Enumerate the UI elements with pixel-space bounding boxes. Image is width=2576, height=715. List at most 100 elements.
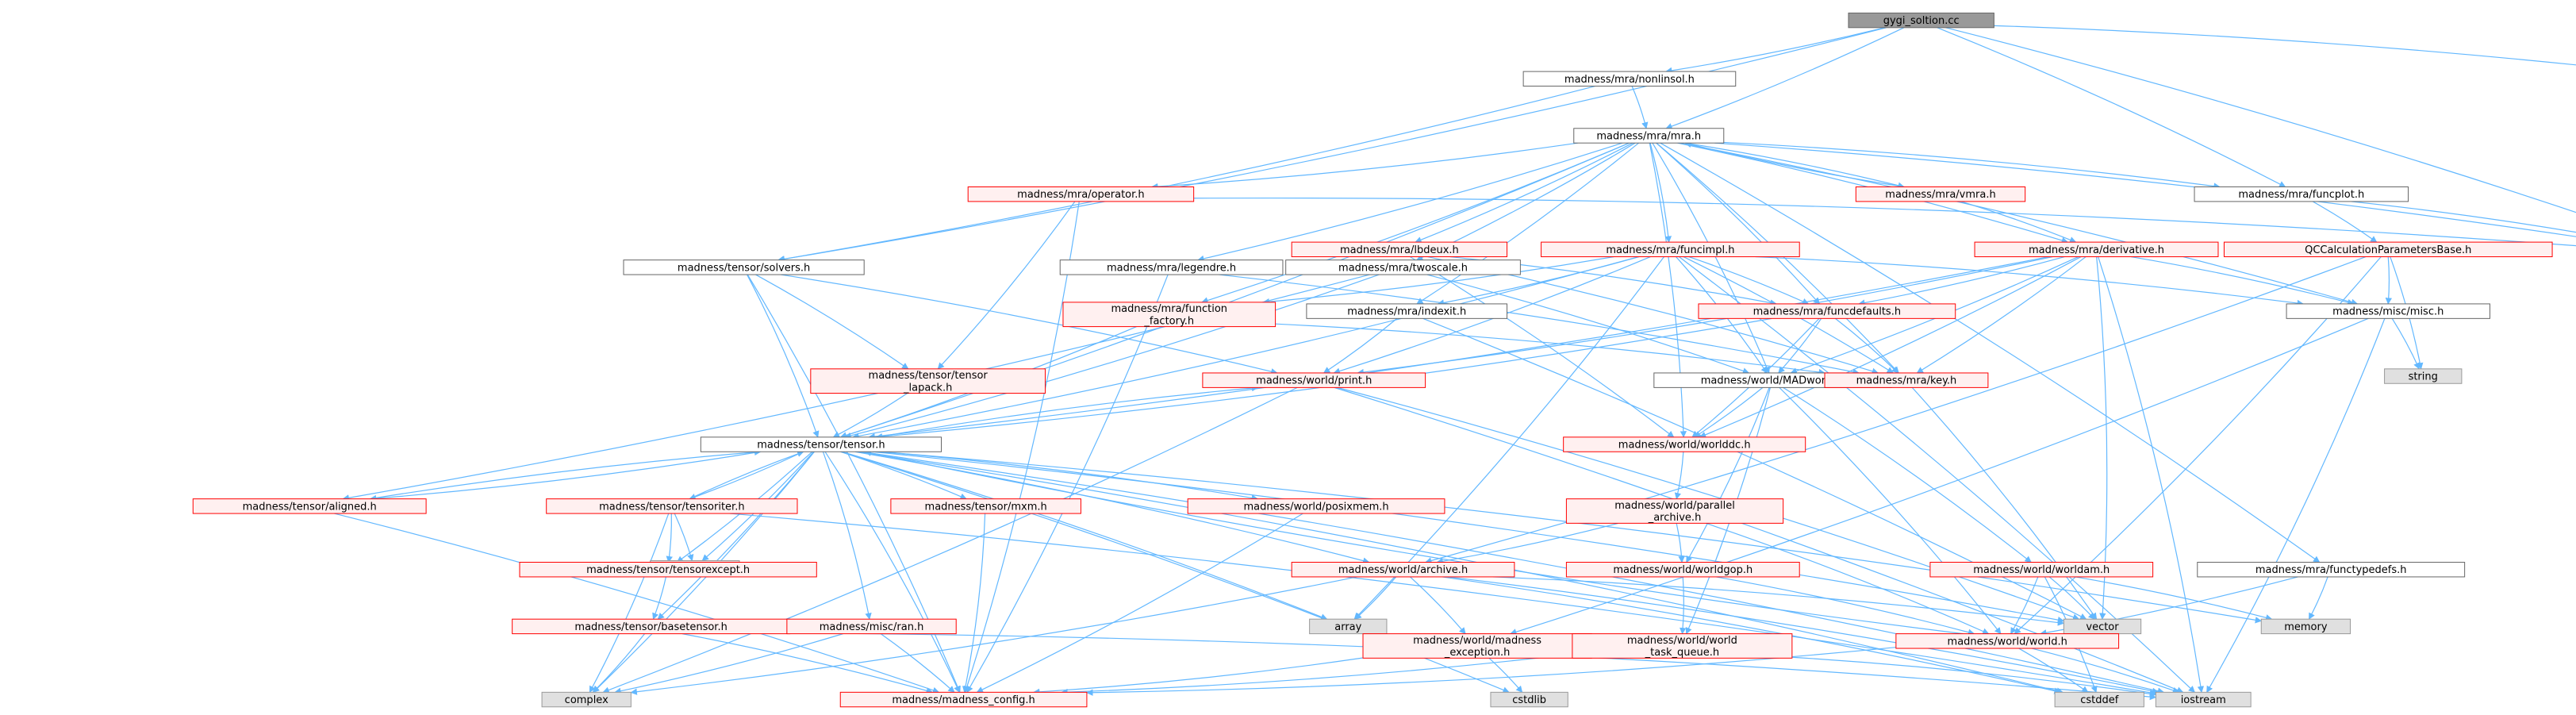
edge-world-to-cstddef xyxy=(2018,648,2089,693)
edge-archive-to-complex xyxy=(630,576,1357,695)
node-box xyxy=(2223,241,2553,258)
graph-node-mxm[interactable]: madness/tensor/mxm.h xyxy=(890,498,1081,514)
graph-node-qccalc[interactable]: QCCalculationParametersBase.h xyxy=(2223,241,2553,258)
graph-node-worlddc[interactable]: madness/world/worlddc.h xyxy=(1563,436,1806,452)
graph-node-array[interactable]: array xyxy=(1309,618,1388,635)
node-box xyxy=(1895,633,2120,649)
graph-node-world[interactable]: madness/world/world.h xyxy=(1895,633,2120,649)
graph-node-iostream[interactable]: iostream xyxy=(2155,691,2252,708)
edge-world-to-iostream xyxy=(2031,648,2180,694)
edge-posixmem-to-config xyxy=(976,513,1303,693)
graph-node-indexit[interactable]: madness/mra/indexit.h xyxy=(1306,303,1508,319)
node-label: madness/mra/indexit.h xyxy=(1347,306,1466,318)
node-label: madness/world/print.h xyxy=(1256,375,1372,387)
edge-taskqueue-to-iostream xyxy=(1791,656,2157,698)
graph-node-archive[interactable]: madness/world/archive.h xyxy=(1291,562,1515,578)
graph-node-solvers[interactable]: madness/tensor/solvers.h xyxy=(623,259,865,275)
node-label: madness/mra/funcplot.h xyxy=(2238,189,2364,201)
graph-node-lbdeux[interactable]: madness/mra/lbdeux.h xyxy=(1291,241,1508,258)
edge-aligned-to-tensor xyxy=(370,448,762,500)
node-box xyxy=(967,186,1195,202)
graph-node-root[interactable]: gygi_soltion.cc xyxy=(1848,12,1994,29)
graph-node-derivative[interactable]: madness/mra/derivative.h xyxy=(1974,241,2219,258)
graph-node-vector[interactable]: vector xyxy=(2063,618,2142,635)
node-label: complex xyxy=(565,694,608,706)
graph-node-tensoriter[interactable]: madness/tensor/tensoriter.h xyxy=(546,498,798,514)
node-box xyxy=(1565,562,1800,578)
edge-parallelarchive-to-worldgop xyxy=(1676,523,1685,563)
node-box xyxy=(810,368,1046,394)
graph-node-misc[interactable]: madness/misc/misc.h xyxy=(2286,303,2490,319)
graph-node-key[interactable]: madness/mra/key.h xyxy=(1824,372,1989,388)
edge-mra-to-funcdefaults xyxy=(1656,142,1821,305)
graph-node-funcimpl[interactable]: madness/mra/funcimpl.h xyxy=(1541,241,1800,258)
graph-node-parallelarchive[interactable]: madness/world/parallel_archive.h xyxy=(1565,498,1784,525)
graph-node-operator[interactable]: madness/mra/operator.h xyxy=(967,186,1195,202)
graph-node-tensorexcept[interactable]: madness/tensor/tensorexcept.h xyxy=(519,562,817,578)
node-label: memory xyxy=(2284,621,2328,633)
node-box xyxy=(1202,372,1426,388)
graph-node-memory[interactable]: memory xyxy=(2260,618,2351,635)
edge-tensoriter-to-tensor xyxy=(689,450,804,500)
node-label: madness/mra/function xyxy=(1111,303,1228,315)
edge-root-to-ctime xyxy=(1994,25,2576,66)
graph-node-ran[interactable]: madness/misc/ran.h xyxy=(786,618,957,635)
edge-funcfactory-to-key xyxy=(1275,323,1825,376)
node-box xyxy=(890,498,1081,514)
node-box xyxy=(1541,241,1800,258)
edge-derivative-to-funcdefaults xyxy=(1858,256,2065,306)
node-label: madness/mra/derivative.h xyxy=(2029,244,2164,256)
edge-mra-to-functypedefs xyxy=(1660,142,2321,563)
graph-node-madexception[interactable]: madness/world/madness_exception.h xyxy=(1362,633,1592,659)
node-label: _lapack.h xyxy=(903,382,952,394)
graph-node-worldam[interactable]: madness/world/worldam.h xyxy=(1929,562,2154,578)
edge-funcimpl-to-funcdefaults xyxy=(1688,256,1810,305)
graph-node-complex[interactable]: complex xyxy=(541,691,632,708)
graph-node-cstddef[interactable]: cstddef xyxy=(2054,691,2144,708)
node-box xyxy=(2054,691,2144,708)
graph-node-tensor[interactable]: madness/tensor/tensor.h xyxy=(700,436,942,452)
edge-derivative-to-worlddc xyxy=(1699,256,2082,438)
node-label: madness/tensor/mxm.h xyxy=(925,501,1047,513)
graph-node-legendre[interactable]: madness/mra/legendre.h xyxy=(1059,259,1284,275)
graph-node-functypedefs[interactable]: madness/mra/functypedefs.h xyxy=(2197,562,2466,578)
graph-node-taskqueue[interactable]: madness/world/world_task_queue.h xyxy=(1572,633,1793,659)
node-label: madness/mra/key.h xyxy=(1856,375,1957,387)
edge-tensor-to-mxm xyxy=(840,451,967,500)
node-box xyxy=(2194,186,2409,202)
node-label: madness/tensor/basetensor.h xyxy=(574,621,727,633)
graph-node-posixmem[interactable]: madness/world/posixmem.h xyxy=(1187,498,1445,514)
graph-node-nonlinsol[interactable]: madness/mra/nonlinsol.h xyxy=(1522,71,1737,87)
graph-node-string[interactable]: string xyxy=(2384,368,2463,384)
edge-solvers-to-print xyxy=(781,274,1278,375)
edge-root-to-solvers xyxy=(777,27,1887,263)
edge-derivative-to-key xyxy=(1916,256,2087,374)
graph-node-basetensor[interactable]: madness/tensor/basetensor.h xyxy=(512,618,791,635)
graph-node-aligned[interactable]: madness/tensor/aligned.h xyxy=(192,498,427,514)
edge-mxm-to-config xyxy=(962,513,986,694)
graph-node-funcdefaults[interactable]: madness/mra/funcdefaults.h xyxy=(1698,303,1956,319)
edge-derivative-to-iostream xyxy=(2098,256,2205,694)
graph-node-twoscale[interactable]: madness/mra/twoscale.h xyxy=(1285,259,1521,275)
edge-funcimpl-to-tensor xyxy=(852,256,1639,440)
graph-node-funcplot[interactable]: madness/mra/funcplot.h xyxy=(2194,186,2409,202)
node-label: _factory.h xyxy=(1143,315,1194,327)
graph-node-mra[interactable]: madness/mra/mra.h xyxy=(1573,128,1725,144)
edge-tensoriter-to-iostream xyxy=(729,513,2157,696)
graph-node-print[interactable]: madness/world/print.h xyxy=(1202,372,1426,388)
graph-node-config[interactable]: madness/madness_config.h xyxy=(839,691,1088,708)
node-label: madness/tensor/tensor.h xyxy=(757,440,885,452)
edge-root-to-funcplot xyxy=(1937,27,2286,188)
edge-twoscale-to-tensor xyxy=(844,274,1380,440)
edge-mra-to-indexit xyxy=(1416,142,1639,305)
node-box xyxy=(2260,618,2351,635)
graph-node-tensorlapack[interactable]: madness/tensor/tensor_lapack.h xyxy=(810,368,1046,394)
graph-node-funcfactory[interactable]: madness/mra/function_factory.h xyxy=(1062,302,1276,328)
graph-node-cstdlib[interactable]: cstdlib xyxy=(1490,691,1568,708)
graph-node-worldgop[interactable]: madness/world/worldgop.h xyxy=(1565,562,1800,578)
graph-node-vmra[interactable]: madness/mra/vmra.h xyxy=(1855,186,2026,202)
edge-aligned-to-config xyxy=(334,513,940,694)
edge-mra-to-worlddc xyxy=(1649,143,1687,438)
edge-mra-to-funcplot xyxy=(1723,141,2221,190)
